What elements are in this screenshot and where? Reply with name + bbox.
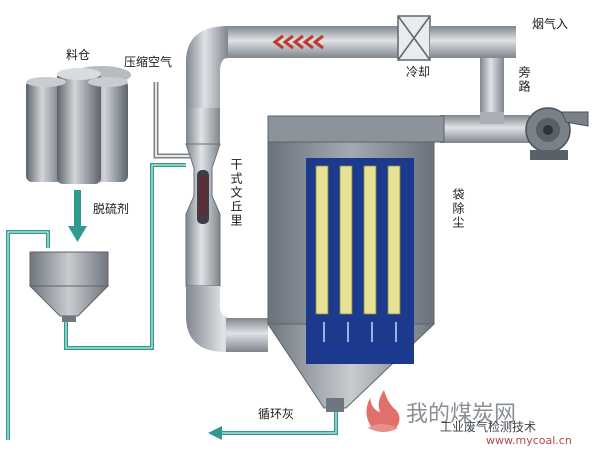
flue-gas-in-label: 烟气入 [532,17,569,31]
venturi-label: 干式文丘里 [229,158,243,228]
watermark-title: 我的煤炭网 [406,402,517,427]
main-duct [185,26,398,352]
flow-direction-icon [272,34,324,50]
desulfurizer-label: 脱硫剂 [93,202,130,216]
watermark-url: www.mycoal.cn [486,434,572,447]
flame-icon [366,390,400,432]
bag-dividers [323,322,397,342]
silo-label: 料仓 [66,48,91,62]
filter-bags [315,165,401,315]
compressed-air-line [153,82,192,159]
silo [26,66,131,184]
watermark-subtitle: 工业废气检测技术 [440,420,537,434]
fan [525,107,589,160]
compressed-air-label: 压缩空气 [124,55,173,69]
desulfurizer-hopper [28,251,110,322]
recycle-ash-label: 循环灰 [258,407,295,421]
bypass-duct [440,58,530,143]
recycle-arrow-icon [208,426,222,440]
cooler-unit [397,15,431,61]
inlet-duct [430,26,516,58]
bag-filter-label: 袋除尘 [451,188,465,230]
bypass-label: 旁路 [517,66,531,94]
feed-arrow-icon [68,190,87,242]
cooling-label: 冷却 [406,65,431,79]
